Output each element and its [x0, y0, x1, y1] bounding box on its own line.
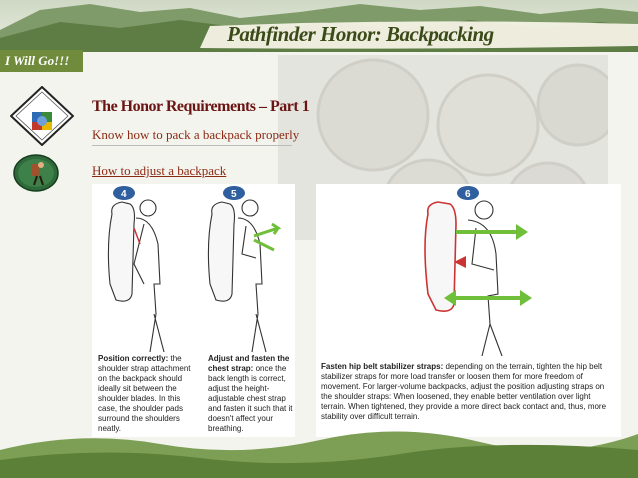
figure-panel-step-6: 6 Fasten hip belt stabilizer straps: dep… [316, 184, 621, 437]
hip-belt-illustration: 6 [424, 186, 532, 357]
step-4-text: the shoulder strap attachment on the bac… [98, 354, 191, 433]
step-5-number: 5 [231, 189, 237, 200]
slogan-tag: I Will Go!!! [0, 50, 83, 72]
pointer-arrow-icon [454, 256, 466, 268]
step-6-text: depending on the terrain, tighten the hi… [321, 362, 607, 421]
slogan-label: I Will Go!!! [5, 53, 70, 68]
page-title: Pathfinder Honor: Backpacking [227, 22, 494, 46]
step-4-title: Position correctly: [98, 354, 171, 363]
footer-hills [0, 431, 638, 478]
header-banner: Pathfinder Honor: Backpacking [0, 0, 638, 52]
chest-strap-arrow-icon [253, 222, 282, 238]
step-5-text: once the back length is correct, adjust … [208, 364, 293, 433]
requirements-heading: The Honor Requirements – Part 1 [92, 98, 310, 115]
title-ribbon [200, 21, 638, 49]
requirement-pack-item: Know how to pack a backpack properly [92, 127, 300, 142]
hiker-figure-step-6 [424, 200, 503, 357]
step-5-badge [223, 186, 245, 200]
step-5-title: Adjust and fasten the chest strap: [208, 354, 290, 373]
pathfinder-diamond-badge-icon [10, 86, 74, 146]
arrow-head-icon [516, 224, 528, 240]
backpack-fitting-illustration: 4 5 [107, 186, 282, 353]
chest-strap-arrow-icon [253, 238, 275, 252]
step-4-badge [113, 186, 135, 200]
arrow-head-icon [520, 290, 532, 306]
step-6-title: Fasten hip belt stabilizer straps: [321, 362, 446, 371]
divider [92, 145, 292, 146]
adjust-backpack-link[interactable]: How to adjust a backpack [92, 163, 227, 178]
hiker-figure-step-4 [107, 199, 165, 353]
step-4-number: 4 [121, 189, 127, 200]
arrow-head-icon [444, 290, 456, 306]
step-5-caption: Adjust and fasten the chest strap: once … [208, 354, 294, 434]
step-4-caption: Position correctly: the shoulder strap a… [98, 354, 194, 434]
step-6-number: 6 [465, 189, 471, 200]
step-6-caption: Fasten hip belt stabilizer straps: depen… [321, 362, 617, 422]
step-6-badge [457, 186, 479, 200]
backpacking-honor-patch-icon [13, 154, 59, 192]
hiker-figure-step-5 [207, 199, 267, 353]
figure-panel-steps-4-5: 4 5 Position correctly: the shoulder str… [92, 184, 295, 437]
